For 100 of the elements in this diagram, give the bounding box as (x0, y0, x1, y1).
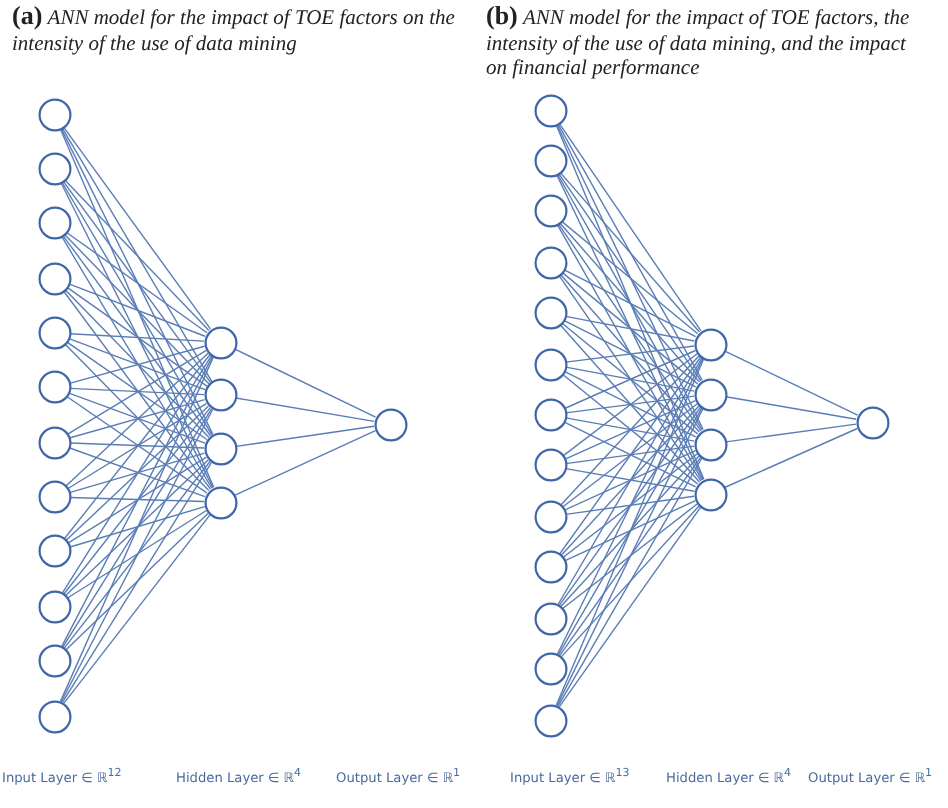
connection-line (557, 357, 703, 606)
connection-line (69, 333, 205, 342)
neuron-circle (533, 143, 567, 178)
connection-line (565, 315, 695, 342)
neuron-circle (533, 194, 567, 229)
neuron-circle (37, 480, 71, 515)
connection-line (555, 358, 705, 706)
neuron-circle (37, 699, 71, 733)
connection-line (561, 271, 699, 385)
neuron-circle (533, 245, 567, 280)
connection-line (565, 417, 695, 442)
neuron-circle (855, 405, 889, 439)
connection-line (560, 355, 700, 506)
connection-line (235, 425, 375, 448)
connection-line (561, 503, 699, 610)
neuron-circle (37, 534, 71, 569)
connection-line (558, 506, 702, 708)
neuron-circle (693, 427, 727, 461)
neuron-circle (37, 370, 71, 405)
neuron-circle (37, 151, 71, 186)
connection-line (60, 355, 214, 648)
neuron-circle (533, 398, 567, 432)
neuron-circle (533, 296, 567, 331)
connection-line (562, 353, 698, 457)
connection-line (66, 509, 208, 599)
connection-line (565, 345, 695, 363)
neuron-circle (37, 425, 71, 460)
connection-line (565, 395, 695, 414)
connection-line (61, 127, 213, 383)
connection-line (60, 127, 214, 436)
connection-line (557, 123, 703, 381)
connection-line (68, 505, 206, 548)
neuron-circle (203, 485, 237, 519)
connection-line (62, 290, 212, 490)
neuron-circle (37, 589, 71, 624)
connection-line (565, 495, 695, 516)
neuron-circle (533, 93, 567, 127)
neuron-circle (203, 325, 237, 359)
neuron-circle (533, 347, 567, 382)
neuron-circle (203, 378, 237, 413)
connection-line (558, 122, 702, 332)
neuron-circle (37, 644, 71, 679)
connection-line (60, 408, 214, 703)
connection-line (63, 407, 211, 595)
connection-line (69, 442, 205, 449)
connection-line (66, 232, 208, 334)
connection-line (61, 461, 213, 704)
connection-line (563, 370, 697, 438)
connection-line (61, 408, 213, 649)
neuron-circle (37, 315, 71, 350)
connection-line (61, 236, 213, 489)
connection-line (64, 234, 210, 385)
connection-line (559, 273, 701, 433)
connection-line (558, 173, 702, 382)
connection-line (563, 349, 697, 410)
connection-line (565, 467, 695, 492)
connection-line (68, 345, 206, 385)
neuron-circle (37, 97, 71, 131)
connection-line (561, 221, 699, 335)
connection-line (64, 179, 210, 332)
connection-line (59, 128, 215, 488)
connection-line (558, 274, 702, 482)
neuron-circle (37, 261, 71, 296)
connection-line (233, 429, 377, 497)
connection-line (557, 457, 703, 707)
connection-line (64, 512, 210, 651)
connection-line (556, 123, 704, 431)
connection-line (563, 319, 697, 388)
neuron-circle (533, 601, 567, 636)
neuron-circle (693, 477, 727, 511)
connection-line (61, 354, 213, 594)
connection-line (69, 496, 205, 503)
connection-line (723, 350, 859, 416)
connection-line (557, 224, 703, 481)
connection-line (565, 366, 695, 392)
connection-line (563, 449, 697, 511)
connection-line (233, 348, 377, 418)
connection-line (560, 405, 700, 557)
connection-line (557, 174, 703, 431)
neuron-circle (203, 431, 237, 466)
connection-line (62, 126, 212, 330)
connection-line (560, 455, 700, 608)
connection-line (558, 406, 702, 606)
connection-line (69, 387, 205, 396)
connection-line (565, 445, 695, 465)
connection-line (63, 513, 211, 705)
panel-title: (a) ANN model for the impact of TOE factors on the intensity of the use of data mining (12, 4, 457, 58)
connection-line (560, 505, 700, 659)
connection-line (63, 460, 211, 650)
connection-line (563, 269, 697, 338)
connection-line (561, 373, 699, 485)
connection-line (64, 288, 210, 438)
neuron-circle (533, 448, 567, 483)
neuron-circle (533, 652, 567, 687)
connection-line (556, 407, 704, 707)
connection-line (561, 453, 699, 559)
connection-line (558, 224, 702, 432)
connection-line (725, 423, 857, 443)
connection-line (558, 356, 702, 556)
connection-line (561, 322, 699, 435)
